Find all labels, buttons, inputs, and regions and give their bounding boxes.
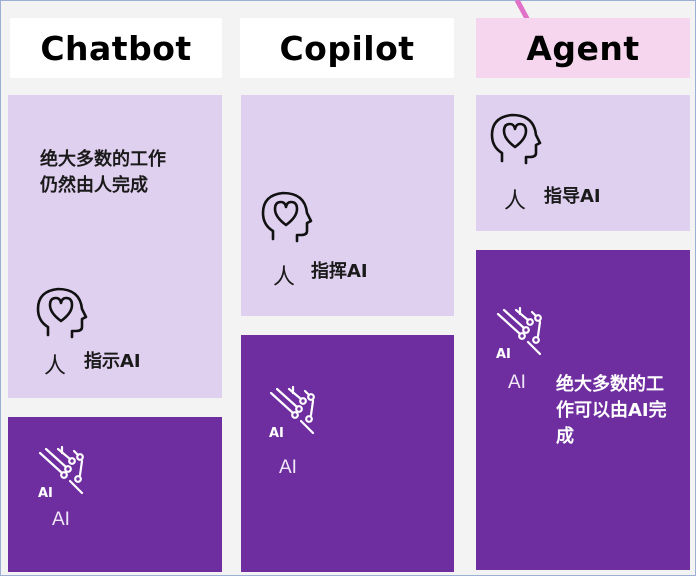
- head-heart-icon: [490, 113, 542, 165]
- agent-ai-box: AI AI 绝大多数的工 作可以由AI完 成: [476, 250, 690, 570]
- human-char: 人: [44, 354, 67, 379]
- ai-circuit-icon: AI: [269, 385, 315, 441]
- ai-circuit-icon: AI: [38, 445, 84, 501]
- agent-ai-label: AI: [508, 372, 526, 393]
- head-heart-icon: [261, 191, 313, 243]
- chatbot-human-box: 绝大多数的工作 仍然由人完成 人 指示AI: [8, 95, 222, 398]
- human-char: 人: [504, 189, 527, 214]
- chatbot-ai-label: AI: [52, 509, 70, 530]
- chatbot-ai-box: AI AI: [8, 417, 222, 572]
- svg-text:AI: AI: [496, 347, 511, 362]
- svg-text:AI: AI: [269, 426, 284, 441]
- chatbot-description: 绝大多数的工作 仍然由人完成: [40, 149, 166, 196]
- agent-description: 绝大多数的工 作可以由AI完 成: [556, 374, 667, 447]
- ai-circuit-icon: AI: [496, 306, 542, 362]
- agent-header: Agent: [476, 18, 690, 78]
- agent-human-label: 指导AI: [544, 186, 601, 207]
- agent-human-box: 人 指导AI: [476, 95, 690, 231]
- copilot-header: Copilot: [240, 18, 454, 78]
- chatbot-header: Chatbot: [10, 18, 222, 78]
- copilot-ai-box: AI AI: [241, 335, 454, 572]
- copilot-human-label: 指挥AI: [311, 261, 368, 282]
- svg-text:AI: AI: [38, 486, 53, 501]
- head-heart-icon: [36, 287, 88, 339]
- copilot-human-box: 人 指挥AI: [241, 95, 454, 316]
- chatbot-human-label: 指示AI: [84, 351, 141, 372]
- human-char: 人: [273, 265, 296, 290]
- copilot-ai-label: AI: [279, 457, 297, 478]
